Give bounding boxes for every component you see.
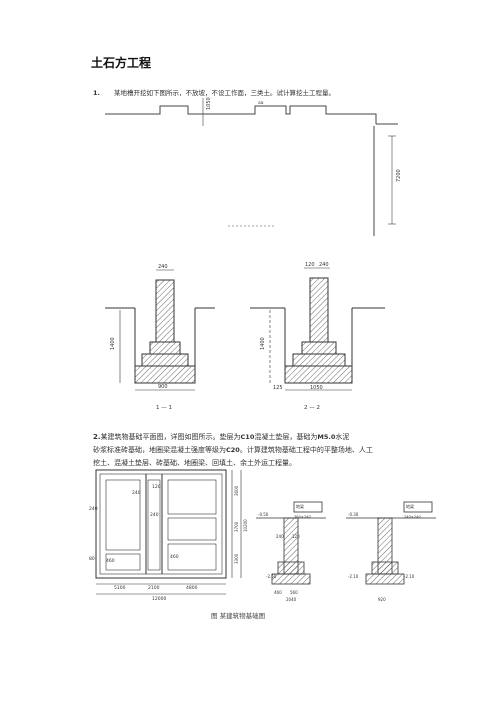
question-2: 2.某建筑物基础平面图，详图如图所示。垫层为C10混凝土垫层，基础为M5.0水泥… bbox=[93, 431, 413, 470]
question-2-text-b: 混凝土垫层，基础为 bbox=[254, 433, 318, 441]
detail-dim-920: 920 bbox=[378, 597, 386, 602]
detail-dim-2040: 2040 bbox=[286, 597, 297, 602]
level-a: -0.50 bbox=[258, 512, 269, 517]
s2-width-b: 240 bbox=[319, 262, 329, 268]
dim-3700: 3700 bbox=[234, 521, 239, 532]
detail-dim-460: 460 bbox=[274, 590, 282, 595]
question-1-number: 1. bbox=[93, 89, 100, 97]
beam-2: 地梁 bbox=[406, 503, 414, 509]
s2-height: 1400 bbox=[260, 337, 266, 350]
dim-460-b: 460 bbox=[170, 554, 179, 560]
beam-1-size: 360×240 bbox=[294, 515, 311, 519]
question-2-number: 2. bbox=[93, 433, 101, 441]
question-1: 1. 某地槽开挖如下图所示，不放坡，不设工作面，三类土。试计算挖土工程量。 bbox=[93, 87, 335, 97]
level-c: -2.10 bbox=[348, 574, 359, 579]
beam-1: 地梁 bbox=[296, 503, 304, 509]
dim-5100: 5100 bbox=[114, 585, 126, 591]
dim-240-a: 240 bbox=[132, 490, 141, 496]
question-2-text-f: 挖土、混凝土垫层、砖基础、地圈梁、回填土、余土外运工程量。 bbox=[93, 459, 296, 467]
dim-10200: 10200 bbox=[243, 519, 248, 532]
trench-plan-figure: 1050 aa 7200 88 bbox=[100, 97, 400, 236]
question-2-text-e: 。计算建筑物基础工程中的平整场地、人工 bbox=[239, 446, 373, 454]
figure-caption: 图 某建筑物基础图 bbox=[211, 612, 266, 620]
dim-80: 80 bbox=[89, 556, 95, 562]
dim-1050: 1050 bbox=[206, 97, 212, 110]
dim-460-a: 460 bbox=[106, 558, 115, 564]
detail-dim-240: 240 bbox=[276, 534, 284, 539]
dim-7200: 7200 bbox=[396, 169, 400, 182]
level-d: -0.30 bbox=[348, 512, 359, 517]
dim-3600: 3600 bbox=[234, 485, 239, 496]
s1-width: 240 bbox=[158, 264, 168, 270]
s1-height: 1400 bbox=[110, 337, 116, 350]
detail-dim-120: 120 bbox=[292, 534, 300, 539]
concrete-grade-c10: C10 bbox=[240, 433, 255, 441]
s2-base: 1050 bbox=[310, 385, 323, 391]
mortar-grade-m5: M5.0 bbox=[317, 433, 336, 441]
foundation-figure: 120 240 240 240 80 460 460 5100 2100 480… bbox=[89, 469, 436, 602]
dim-2100: 2100 bbox=[148, 585, 160, 591]
s2-label: 2 — 2 bbox=[304, 405, 320, 411]
s1-label: 1 — 1 bbox=[156, 405, 172, 411]
foundation-details bbox=[256, 501, 436, 585]
detail-dim-560: 560 bbox=[290, 590, 298, 595]
level-e: -2.10 bbox=[404, 574, 415, 579]
dim-aa: aa bbox=[258, 101, 264, 106]
question-2-text-c: 水泥 bbox=[335, 433, 350, 441]
question-2-text-d: 砂浆标准砖基础，地圈梁混凝土强度等级为 bbox=[93, 446, 226, 454]
trench-outline bbox=[105, 105, 377, 124]
question-1-text: 某地槽开挖如下图所示，不放坡，不设工作面，三类土。试计算挖土工程量。 bbox=[114, 89, 335, 97]
dim-12000: 12000 bbox=[152, 596, 166, 602]
s1-base: 900 bbox=[158, 384, 168, 390]
trench-section-figure: 240 1400 900 1 — 1 120 240 1400 125 1050… bbox=[105, 262, 385, 411]
dim-240-b: 240 bbox=[89, 506, 98, 512]
dim-3300: 3300 bbox=[234, 553, 239, 564]
beam-2-size: 240×240 bbox=[404, 515, 421, 519]
dim-240-c: 240 bbox=[150, 512, 159, 518]
question-2-text-a: 某建筑物基础平面图，详图如图所示。垫层为 bbox=[100, 433, 241, 441]
foundation-plan bbox=[95, 469, 242, 595]
level-b: -2.50 bbox=[266, 574, 277, 579]
section-1-1 bbox=[105, 269, 215, 391]
page-title: 土石方工程 bbox=[91, 56, 152, 70]
dim-120: 120 bbox=[152, 484, 161, 490]
dim-4800: 4800 bbox=[186, 585, 198, 591]
concrete-grade-c20: C20 bbox=[226, 446, 240, 454]
section-2-2 bbox=[250, 267, 385, 391]
s2-width-a: 120 bbox=[305, 262, 315, 268]
s2-left: 125 bbox=[273, 385, 283, 391]
